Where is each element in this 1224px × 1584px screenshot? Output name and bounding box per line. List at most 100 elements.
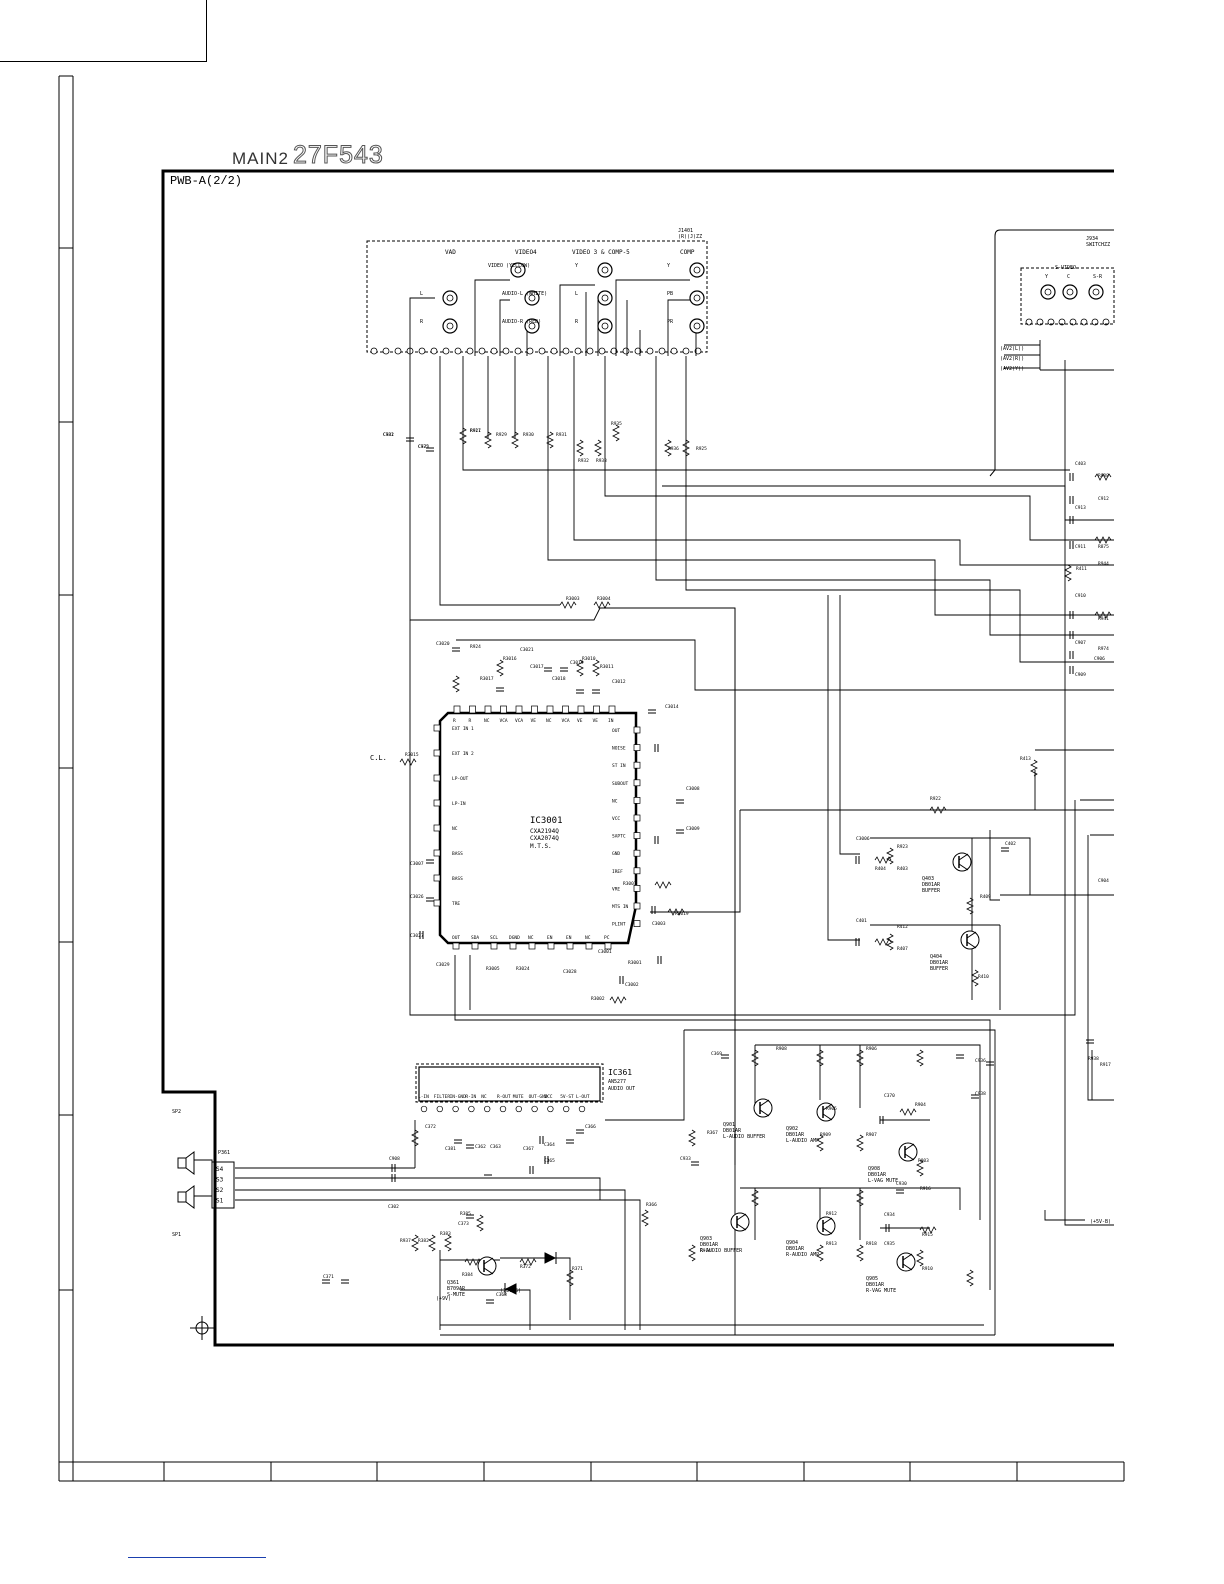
front-jack-core <box>693 266 701 274</box>
capacitor-ref: C3008 <box>686 786 700 792</box>
resistor-horizontal <box>593 601 611 609</box>
transistor-ref: Q902 <box>786 1126 798 1132</box>
ic3001-right-pin <box>633 761 641 769</box>
ic361-pin <box>563 1105 570 1113</box>
ic361-pin <box>515 1105 522 1113</box>
speaker-pin-label: S2 <box>216 1187 224 1194</box>
ic3001-top-pin <box>593 705 600 714</box>
capacitor-ref: C910 <box>1075 593 1086 599</box>
ic361-pin-label: R-OUT <box>497 1094 511 1100</box>
ic3001-right-pin <box>633 885 641 892</box>
ic3001-bottom-pin-label: OUT <box>452 935 460 941</box>
ic3001-bottom-pin-label: EN <box>547 935 553 941</box>
rear-jack <box>1040 284 1056 300</box>
ic3001-bottom-pin <box>566 942 574 950</box>
capacitor-ref: C908 <box>389 1156 400 1162</box>
ic3001-right-pin-label: IREF <box>612 869 623 875</box>
resistor-vertical <box>856 1244 864 1262</box>
left-input-label: C.L. <box>370 754 387 762</box>
capacitor-ref: C936 <box>975 1058 986 1064</box>
resistor-vertical <box>641 1209 649 1227</box>
transistor-role: R-AUDIO AMP <box>786 1252 819 1258</box>
front-jack-label: Y <box>575 263 578 269</box>
ic3001-right-pin <box>633 779 641 787</box>
ic3001-top-pin-label: IN <box>608 718 614 724</box>
front-jack-label: AUDIO-R (RED) <box>502 319 541 325</box>
jack-pin <box>694 347 702 355</box>
capacitor-ref: C3028 <box>563 969 577 975</box>
capacitor-ref: C368 <box>496 1292 507 1298</box>
front-jack <box>442 318 458 334</box>
ic3001-top-pin-label: VE <box>577 718 583 724</box>
ic361-part: AN5277 <box>608 1079 626 1085</box>
ic361-pin-label: R-IN <box>465 1094 476 1100</box>
rear-jack-core <box>1066 288 1074 296</box>
front-jack-label: L <box>420 291 423 297</box>
resistor-ref: R925 <box>696 446 707 452</box>
ic361-pin <box>531 1105 538 1113</box>
ic361-pin <box>420 1105 428 1113</box>
resistor-ref: R915 <box>922 1232 933 1238</box>
capacitor-ref: C3021 <box>520 647 534 653</box>
capacitor-ref: C912 <box>1098 496 1109 502</box>
resistor-vertical <box>444 1234 452 1252</box>
resistor-horizontal <box>1094 611 1112 619</box>
front-jack <box>442 290 458 306</box>
resistor-ref: R904 <box>915 1102 926 1108</box>
resistor-vertical <box>971 969 979 987</box>
resistor-ref: R383 <box>440 1231 451 1237</box>
ic3001-right-pin <box>633 832 641 839</box>
resistor-vertical <box>856 1134 864 1152</box>
resistor-vertical <box>428 1234 436 1252</box>
transistor-body <box>896 1252 916 1272</box>
capacitor-ref: C932 <box>418 444 429 450</box>
ic3001-top-pin-label: VCA <box>562 718 570 724</box>
jack-pin <box>634 347 642 355</box>
transistor-part: DB01AR <box>866 1282 885 1288</box>
capacitor-ref: C3009 <box>686 826 700 832</box>
ic3001-top-pin-label: VE <box>593 718 599 724</box>
capacitor-ref: C366 <box>585 1124 596 1130</box>
transistor-ref: Q404 <box>930 954 942 960</box>
speaker-pin-label: S1 <box>216 1198 224 1205</box>
ic3001-top-pin-label: VCA <box>515 718 523 724</box>
resistor-horizontal <box>464 1258 482 1266</box>
front-jack <box>597 290 613 306</box>
jack-pin <box>682 347 690 355</box>
ic3001-left-pin-label: NC <box>452 826 458 832</box>
jack-pin <box>478 347 486 355</box>
resistor-horizontal <box>874 938 892 946</box>
capacitor-ref: C365 <box>544 1158 555 1164</box>
transistor-symbols <box>477 852 980 1276</box>
capacitor-ref: C364 <box>544 1142 555 1148</box>
jack-pin <box>382 347 390 355</box>
resistor-ref: R366 <box>646 1202 657 1208</box>
resistor-ref: R3016 <box>503 656 517 662</box>
resistor-ref: R908 <box>776 1046 787 1052</box>
resistor-vertical <box>916 1249 924 1267</box>
resistor-vertical <box>576 439 584 457</box>
resistor-vertical <box>1064 564 1072 582</box>
ic3001-top-pin <box>562 705 569 714</box>
resistor-ref: R3024 <box>516 966 530 972</box>
ic3001-right-pin-label: ST IN <box>612 763 626 769</box>
front-jack-label: R <box>575 319 579 325</box>
jack-pin <box>538 347 546 355</box>
front-jack-core <box>446 294 454 302</box>
jack-pin <box>514 347 522 355</box>
jack-symbols <box>442 262 1104 334</box>
jack-pin <box>670 347 678 355</box>
resistor-vertical <box>966 897 974 915</box>
capacitor-ref: C938 <box>975 1091 986 1097</box>
resistor-ref: R407 <box>897 946 908 952</box>
ic3001-top-pin-label: NC <box>546 718 552 724</box>
ic3001-top-pin-label: R <box>469 718 472 724</box>
transistor-collector <box>736 1213 747 1221</box>
ic3001-left-pin-label: EXT IN 2 <box>452 751 474 757</box>
ic3001-left-pin <box>433 874 441 882</box>
ic361-function: AUDIO OUT <box>608 1086 635 1092</box>
resistor-vertical <box>484 431 492 449</box>
capacitor-ref: C3018 <box>552 676 566 682</box>
transistor-body <box>816 1102 836 1122</box>
